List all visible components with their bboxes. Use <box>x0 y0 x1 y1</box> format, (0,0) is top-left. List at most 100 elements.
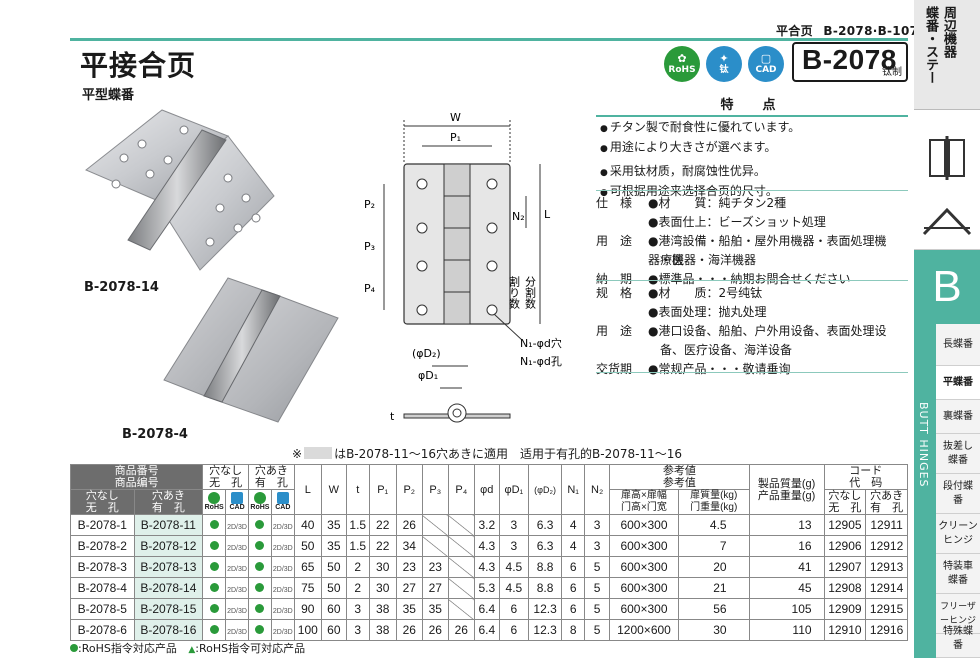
dim-l: L <box>544 208 551 221</box>
table-note: ※はB-2078-11～16穴あきに適用 适用于有孔的B-2078-11～16 <box>292 447 683 461</box>
h-code: 商品番号商品编号 <box>69 464 204 490</box>
h-cad-2: CAD <box>270 489 295 515</box>
model-box: B-2078 钛制 <box>792 42 908 82</box>
titanium-badge: ✦ 钛 <box>706 46 742 82</box>
h-nohole: 穴なし无 孔 <box>202 464 249 490</box>
rohs-dot-icon <box>255 541 265 550</box>
legend-footer: :RoHS指令対応产品 ▲:RoHS指令可対応产品 <box>70 640 305 656</box>
side-item-stepped[interactable]: 段付蝶番 <box>936 474 980 514</box>
page-subtitle: 平型蝶番 <box>82 88 135 103</box>
highlight-swatch <box>304 447 333 459</box>
side-letter: B <box>914 250 980 324</box>
rohs-dot-icon <box>255 583 265 592</box>
side-item-clean[interactable]: クリーンヒンジ <box>936 514 980 554</box>
side-vertical-band: BUTT HINGES <box>914 324 936 658</box>
side-item-flat[interactable]: 平蝶番 <box>936 366 980 400</box>
page-reference: 平合页 B-2078·B-1078 <box>770 22 927 39</box>
side-item-special[interactable]: 特殊蝶番 <box>936 620 980 658</box>
h-cc: コード代 码 <box>823 464 909 490</box>
side-vertical-label: BUTT HINGES <box>917 402 930 488</box>
cad-tag: 2D/3D <box>227 629 247 636</box>
cad-tag: 2D/3D <box>227 524 247 531</box>
ref-label: 平合页 <box>776 24 813 38</box>
spec-rule-3 <box>596 372 908 373</box>
spec-jp: 仕 様●材 質：純チタン2種 ●表面仕上：ビーズショット処理 用 途●港湾設備・… <box>596 196 887 286</box>
dimension-drawing: W P₁ P₂ P₃ P₄ N₂ L 割り数 分割数 N₁-φd穴 N₁-φd孔… <box>364 111 562 423</box>
rohs-triangle-icon: ▲ <box>188 645 196 655</box>
h-L: L <box>293 464 322 515</box>
h-D1: φD₁ <box>498 464 529 515</box>
leaf-icon: ✿ <box>677 52 687 65</box>
h-cad-1: CAD <box>225 489 249 515</box>
document-icon: ▢ <box>760 52 772 65</box>
cad-tag: 2D/3D <box>227 545 247 552</box>
rohs-dot-icon <box>209 604 219 613</box>
h-c2: 穴あき有 孔 <box>865 489 908 515</box>
cad-tag: 2D/3D <box>272 524 293 531</box>
h-rohs-2: RoHS <box>247 489 272 515</box>
spec-rule-2 <box>596 280 908 281</box>
rohs-dot-icon <box>255 604 265 613</box>
model-code: B-2078 <box>802 44 897 75</box>
cad-tag: 2D/3D <box>227 587 247 594</box>
h-W: W <box>320 464 347 515</box>
spec-rule-1 <box>596 190 908 191</box>
h-ref: 参考値参考值 <box>609 464 750 490</box>
h-P4: P₄ <box>447 464 475 515</box>
h-N2: N₂ <box>584 464 611 515</box>
hinge-photo-upper <box>85 109 275 271</box>
hinge-icon <box>922 136 972 236</box>
side-icons <box>914 110 980 250</box>
features-heading: 特 点 <box>596 94 908 117</box>
features-list: ●チタン製で耐食性に優れています。 ●用途により大きさが選べます。 ●采用钛材质… <box>600 118 800 202</box>
div-label-cn: 分割数 <box>524 276 537 310</box>
cad-tag: 2D/3D <box>272 566 293 573</box>
cad-tag: 2D/3D <box>227 566 247 573</box>
h-c1: 穴なし无 孔 <box>823 489 867 515</box>
h-door: 扉高×扉幅门高×门宽 <box>609 489 679 515</box>
model-material: 钛制 <box>882 67 902 78</box>
h-sub-hole: 穴あき有 孔 <box>133 489 204 515</box>
side-item-freezer[interactable]: フリーザーヒンジ <box>936 594 980 634</box>
page-title: 平接合页 <box>80 49 197 82</box>
h-d: φd <box>473 464 500 515</box>
hole-label-jp: N₁-φd穴 <box>520 336 562 350</box>
sparkle-icon: ✦ <box>719 52 729 65</box>
rohs-dot-icon <box>209 625 219 634</box>
h-D2: (φD₂) <box>527 464 563 515</box>
rohs-dot-icon <box>255 625 265 634</box>
h-P3: P₃ <box>421 464 449 515</box>
h-P2: P₂ <box>395 464 423 515</box>
feature-item: ●采用钛材质，耐腐蚀性优异。 <box>600 164 766 178</box>
rohs-dot-icon <box>255 520 265 529</box>
feature-item: ●用途により大きさが選べます。 <box>600 140 777 154</box>
cad-tag: 2D/3D <box>227 608 247 615</box>
cad-tag: 2D/3D <box>272 587 293 594</box>
side-item-back[interactable]: 裏蝶番 <box>936 400 980 434</box>
hinge-photo-lower <box>163 277 339 423</box>
dim-p1: P₁ <box>450 131 461 144</box>
cad-tag: 2D/3D <box>272 545 293 552</box>
h-mass: 製品質量(g)产品重量(g) <box>748 464 825 515</box>
spec-table: 商品番号商品编号 穴なし无 孔 穴あき有 孔 L W t P₁ P₂ P₃ P₄… <box>69 464 909 641</box>
feature-item: ●チタン製で耐食性に優れています。 <box>600 120 801 134</box>
dim-p4: P₄ <box>364 282 376 295</box>
h-dw: 扉質量(kg)门重量(kg) <box>677 489 750 515</box>
side-item-long[interactable]: 長蝶番 <box>936 324 980 366</box>
spec-cn: 规 格●材 质：2号纯钛 ●表面处理：抛丸处理 用 途●港口设备、船舶、户外用设… <box>596 286 887 376</box>
photo-label-upper: B-2078-14 <box>84 280 159 295</box>
rohs-dot-icon <box>255 562 265 571</box>
h-hole: 穴あき有 孔 <box>247 464 295 490</box>
dim-t: t <box>390 410 395 423</box>
side-item-vehicle[interactable]: 特装車蝶番 <box>936 554 980 594</box>
photo-label-lower: B-2078-4 <box>122 427 188 442</box>
feature-item: ●可根据用途来选择合页的尺寸。 <box>600 184 778 198</box>
dim-p2: P₂ <box>364 198 375 211</box>
dim-n2: N₂ <box>512 210 525 223</box>
rohs-dot-icon <box>209 583 219 592</box>
side-item-liftoff[interactable]: 抜差し蝶番 <box>936 434 980 474</box>
side-category-label-2: 蝶番・ステー <box>923 6 938 84</box>
